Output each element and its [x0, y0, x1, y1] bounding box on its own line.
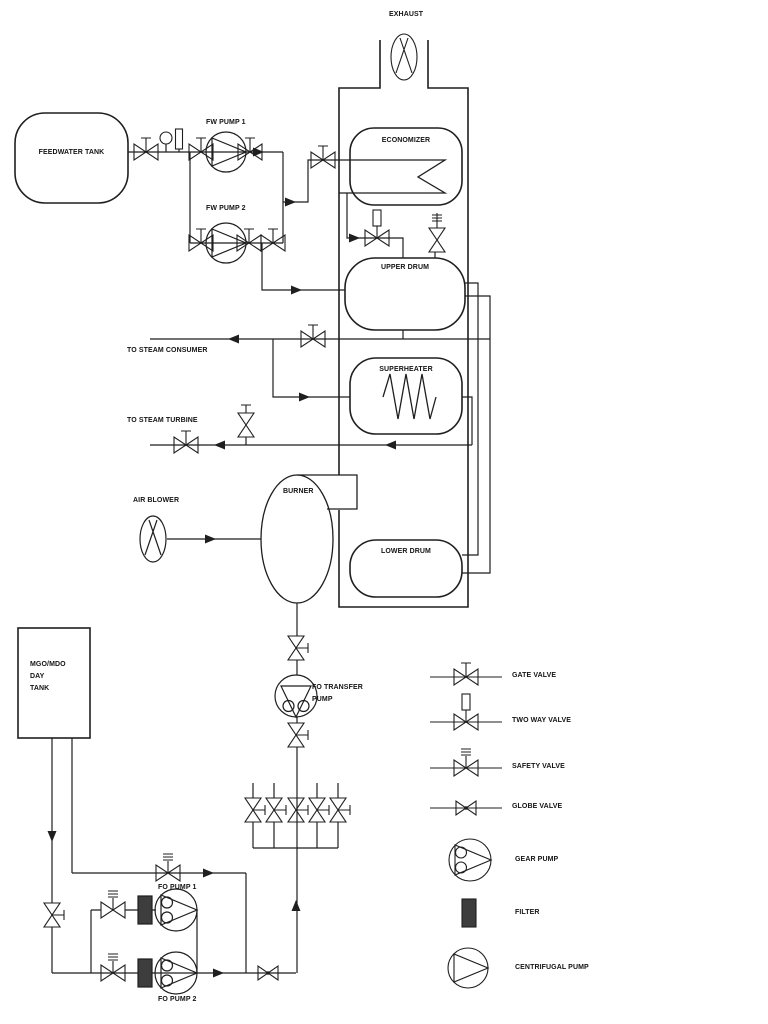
fw-pump-1-label: FW PUMP 1: [206, 119, 246, 126]
upper-drum-label: UPPER DRUM: [380, 264, 430, 271]
legend-label-gear-pump: GEAR PUMP: [515, 856, 559, 863]
flow-arrows: [47, 147, 396, 978]
fo-pump-1-icon: [154, 888, 198, 932]
to-steam-consumer-label: TO STEAM CONSUMER: [127, 347, 208, 354]
gate-valve-icon: [266, 798, 286, 822]
arrow-icon: [214, 440, 225, 450]
fo-transfer-pump-label-1: FO TRANSFER: [312, 684, 363, 691]
gate-valve-icon: [245, 798, 265, 822]
pipes: [51, 144, 491, 974]
arrow-icon: [213, 968, 224, 978]
fo-pump-1-label: FO PUMP 1: [158, 884, 197, 891]
superheater-vessel: [349, 357, 463, 435]
feedwater-tank-label: FEEDWATER TANK: [38, 149, 105, 156]
fo-transfer-pump-label-2: PUMP: [312, 696, 333, 703]
fo-pump-2-label: FO PUMP 2: [158, 996, 197, 1003]
exhaust-fan-icon: [390, 33, 418, 81]
arrow-icon: [203, 868, 214, 878]
gate-valve-icon: [44, 903, 64, 927]
arrow-icon: [205, 534, 216, 544]
gate-valve-icon: [238, 138, 262, 160]
legend-symbols: [430, 663, 502, 989]
arrow-icon: [228, 334, 239, 344]
legend-label-safety-valve: SAFETY VALVE: [512, 763, 565, 770]
upper-drum-vessel: [344, 257, 466, 331]
two-way-valve-icon: [454, 694, 478, 730]
level-instrument-icon: [174, 128, 184, 150]
legend-label-two-way-valve: TWO WAY VALVE: [512, 717, 571, 724]
gate-valve-icon: [261, 229, 285, 251]
air-blower-label: AIR BLOWER: [133, 497, 180, 504]
legend-label-filter: FILTER: [515, 909, 540, 916]
safety-valve-icon: [156, 854, 180, 881]
filter-icon: [461, 898, 477, 928]
economizer-coil: [339, 159, 448, 194]
arrow-icon: [47, 831, 57, 842]
fw-pump-2-label: FW PUMP 2: [206, 205, 246, 212]
arrow-icon: [349, 233, 360, 243]
feedwater-tank: [14, 112, 129, 204]
gate-valve-icon: [288, 636, 308, 660]
superheater-label: SUPERHEATER: [379, 366, 433, 373]
safety-valve-icon: [101, 954, 125, 981]
gate-valve-icon: [311, 146, 335, 168]
arrow-icon: [291, 285, 302, 295]
burner-label: BURNER: [283, 488, 314, 495]
gate-valve-icon: [454, 663, 478, 685]
gate-valve-icon: [309, 798, 329, 822]
centrifugal-pump-icon: [447, 947, 489, 989]
safety-valve-icon: [238, 405, 254, 437]
economizer-label: ECONOMIZER: [381, 137, 431, 144]
gate-valve-icon: [237, 229, 261, 251]
filter-icon: [137, 895, 153, 925]
safety-valve-icon: [429, 213, 445, 252]
gear-pump-icon: [448, 838, 492, 882]
arrow-icon: [291, 900, 301, 911]
safety-valve-icon: [454, 749, 478, 776]
arrow-icon: [299, 392, 310, 402]
boiler-casing: [338, 40, 469, 608]
legend-label-centrifugal-pump: CENTRIFUGAL PUMP: [515, 964, 589, 971]
to-steam-turbine-label: TO STEAM TURBINE: [127, 417, 198, 424]
air-blower-icon: [139, 515, 167, 563]
arrow-icon: [285, 197, 296, 207]
legend-label-globe-valve: GLOBE VALVE: [512, 803, 563, 810]
arrow-icon: [385, 440, 396, 450]
safety-valve-icon: [101, 891, 125, 918]
burner-duct: [297, 474, 358, 510]
gate-valve-icon: [288, 723, 308, 747]
lower-drum-vessel: [349, 539, 463, 598]
gate-valve-icon: [134, 138, 158, 160]
day-tank-label-3: TANK: [30, 685, 50, 692]
lower-drum-label: LOWER DRUM: [381, 548, 431, 555]
day-tank: [17, 627, 91, 739]
filter-icon: [137, 958, 153, 988]
superheater-coil: [382, 373, 437, 420]
gate-valve-icon: [330, 798, 350, 822]
day-tank-label-1: MGO/MDO: [30, 661, 66, 668]
gate-valve-icon: [301, 325, 325, 347]
two-way-valve-icon: [365, 210, 389, 246]
exhaust-label: EXHAUST: [389, 11, 424, 18]
gauge-icon: [159, 131, 173, 145]
day-tank-label-2: DAY: [30, 673, 45, 680]
fo-transfer-pump-icon: [274, 674, 318, 718]
gate-valve-icon: [288, 798, 308, 822]
gate-valve-icon: [174, 431, 198, 453]
legend-label-gate-valve: GATE VALVE: [512, 672, 557, 679]
